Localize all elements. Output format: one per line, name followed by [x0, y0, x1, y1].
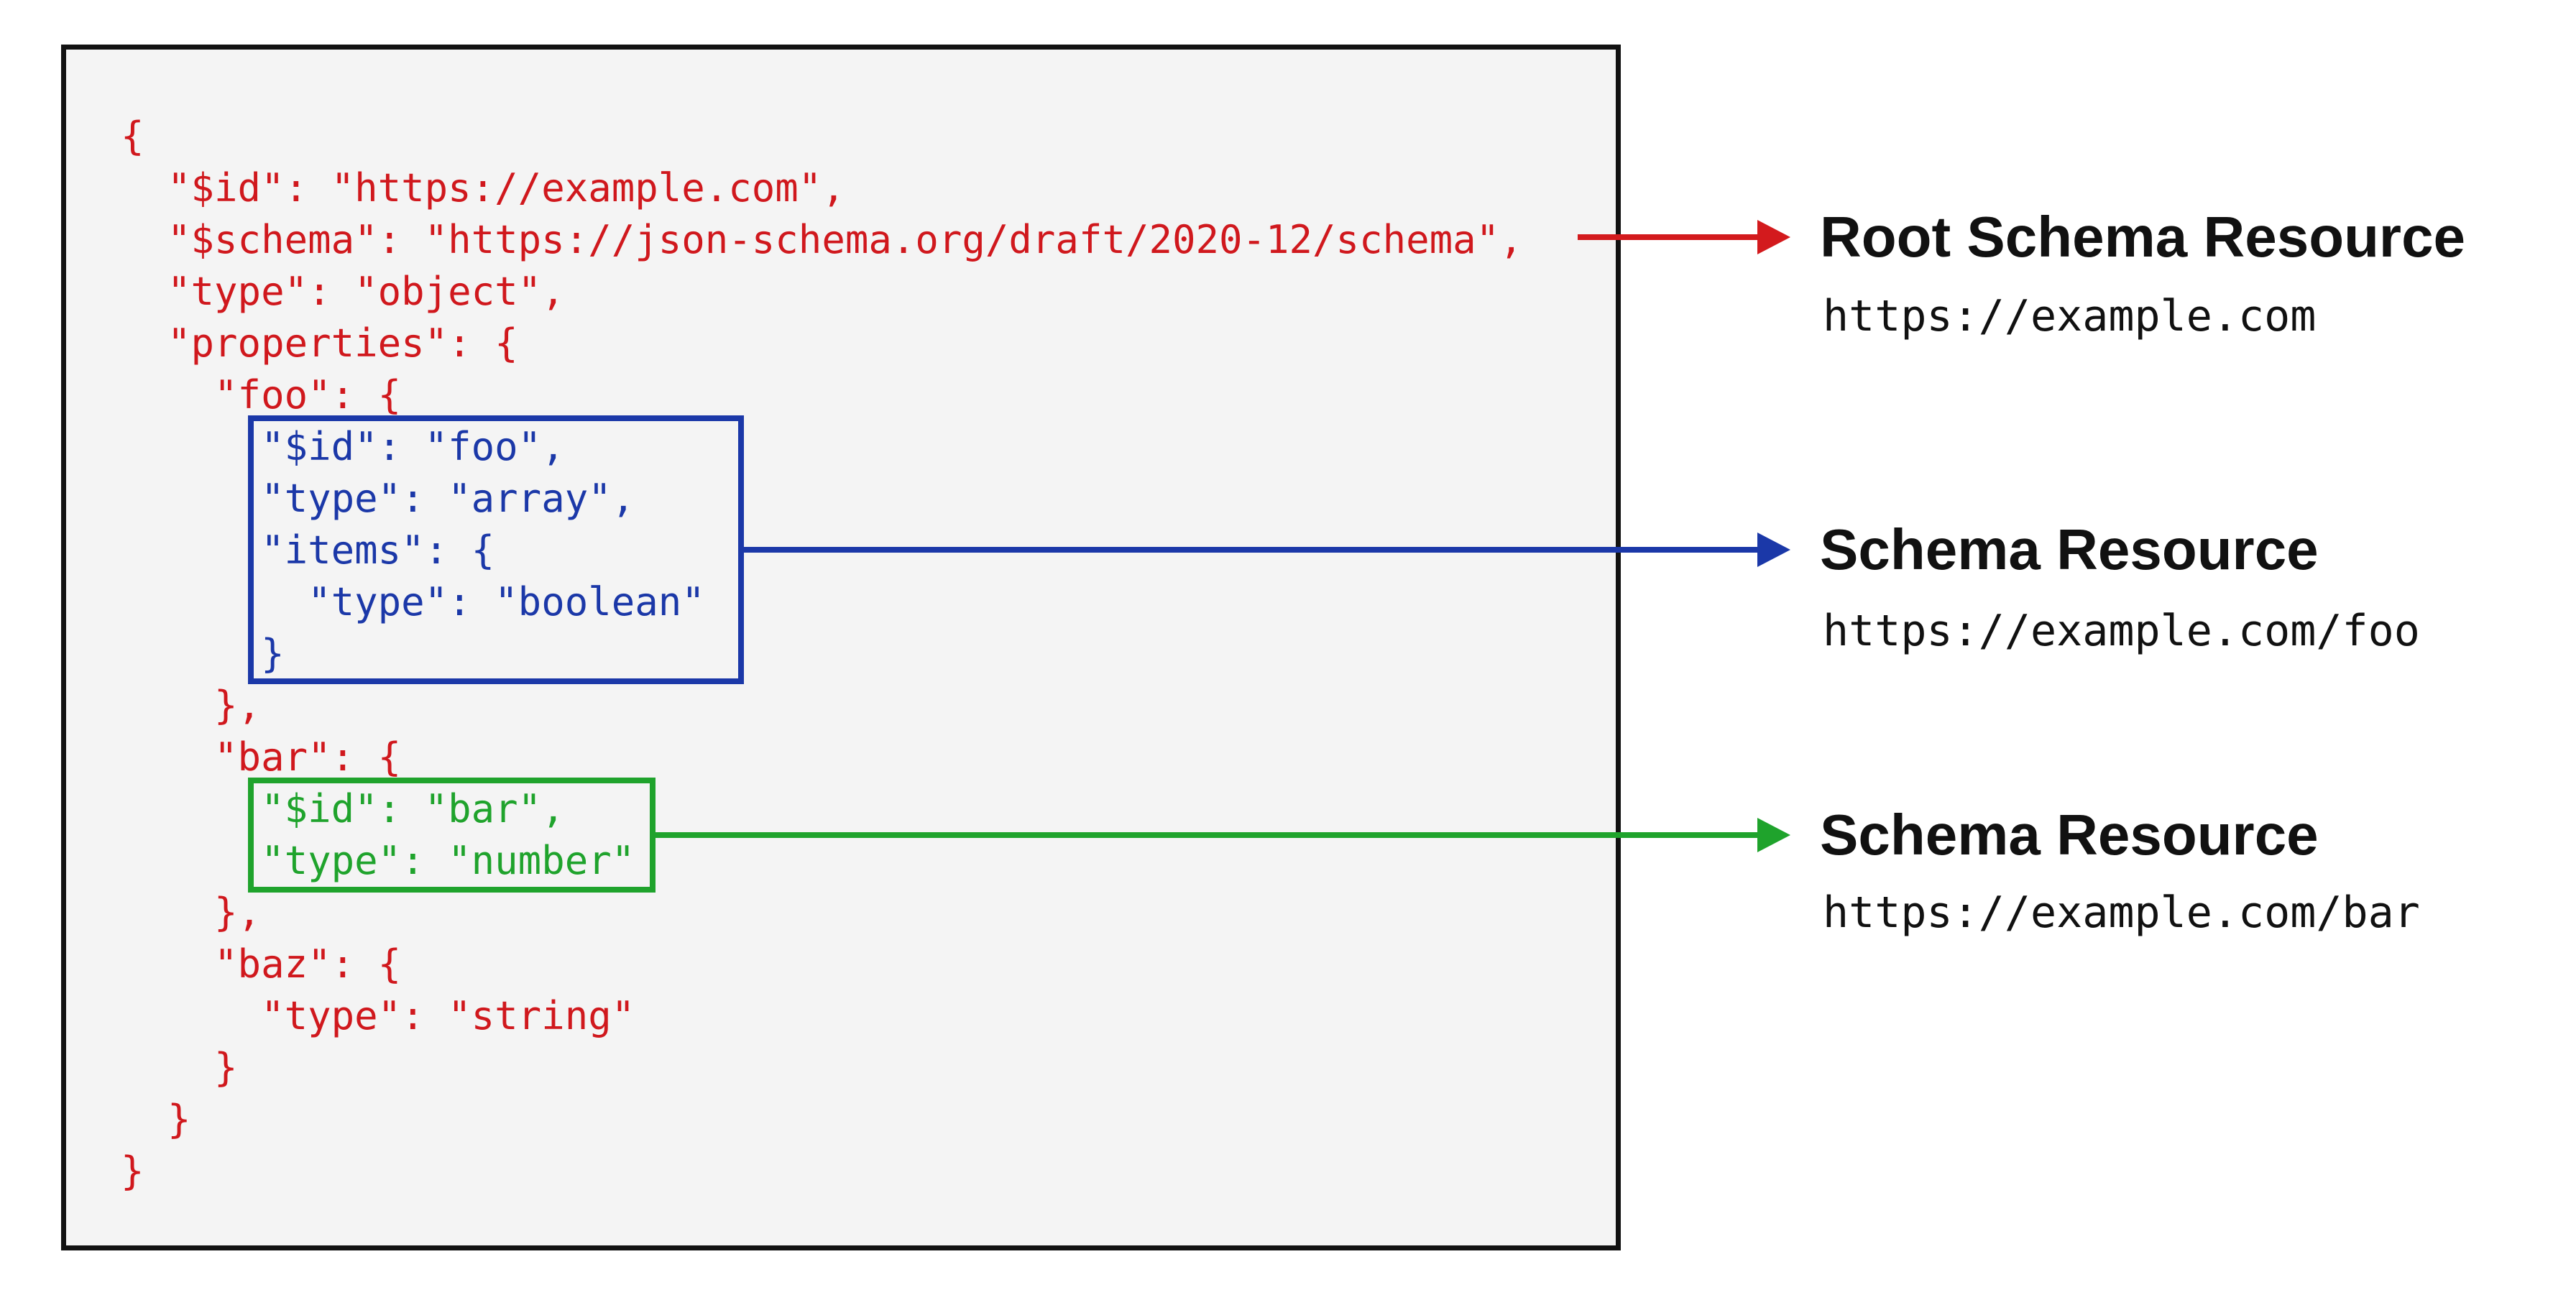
code-line: } [121, 1148, 144, 1194]
code-line: "type": "string" [121, 993, 635, 1038]
root-schema-resource-title: Root Schema Resource [1820, 205, 2466, 269]
bar-schema-arrow [656, 832, 1757, 838]
bar-schema-arrowhead-icon [1757, 818, 1790, 852]
root-schema-arrow [1578, 234, 1757, 240]
code-line: "$id": "https://example.com", [121, 165, 845, 211]
code-line: "bar": { [121, 734, 402, 780]
foo-schema-resource-box [248, 415, 744, 684]
code-line: }, [121, 890, 262, 935]
code-line: }, [121, 683, 262, 728]
code-line: "type": "array", [121, 476, 635, 521]
foo-schema-resource-url: https://example.com/foo [1823, 606, 2420, 656]
foo-schema-resource-title: Schema Resource [1820, 517, 2319, 581]
code-line: } [121, 1097, 191, 1142]
code-line: "foo": { [121, 372, 402, 418]
bar-schema-resource-box [248, 778, 656, 893]
foo-schema-arrowhead-icon [1757, 533, 1790, 567]
code-line: "$schema": "https://json-schema.org/draf… [121, 217, 1523, 262]
code-line: "$id": "bar", [121, 786, 565, 831]
code-line: "properties": { [121, 321, 518, 366]
root-schema-box [61, 45, 1621, 1250]
code-line: } [121, 631, 285, 676]
code-block: { "$id": "https://example.com", "$schema… [121, 111, 1523, 1197]
foo-schema-arrow [744, 547, 1757, 553]
code-line: { [121, 114, 144, 159]
code-line: "type": "number" [121, 838, 635, 883]
bar-schema-resource-url: https://example.com/bar [1823, 888, 2420, 938]
code-line: "$id": "foo", [121, 424, 565, 469]
code-line: } [121, 1045, 238, 1090]
code-line: "type": "object", [121, 269, 565, 314]
code-line: "items": { [121, 527, 495, 573]
code-line: "type": "boolean" [121, 579, 705, 625]
root-schema-arrowhead-icon [1757, 220, 1790, 254]
code-line: "baz": { [121, 941, 402, 987]
bar-schema-resource-title: Schema Resource [1820, 803, 2319, 867]
root-schema-resource-url: https://example.com [1823, 291, 2317, 341]
